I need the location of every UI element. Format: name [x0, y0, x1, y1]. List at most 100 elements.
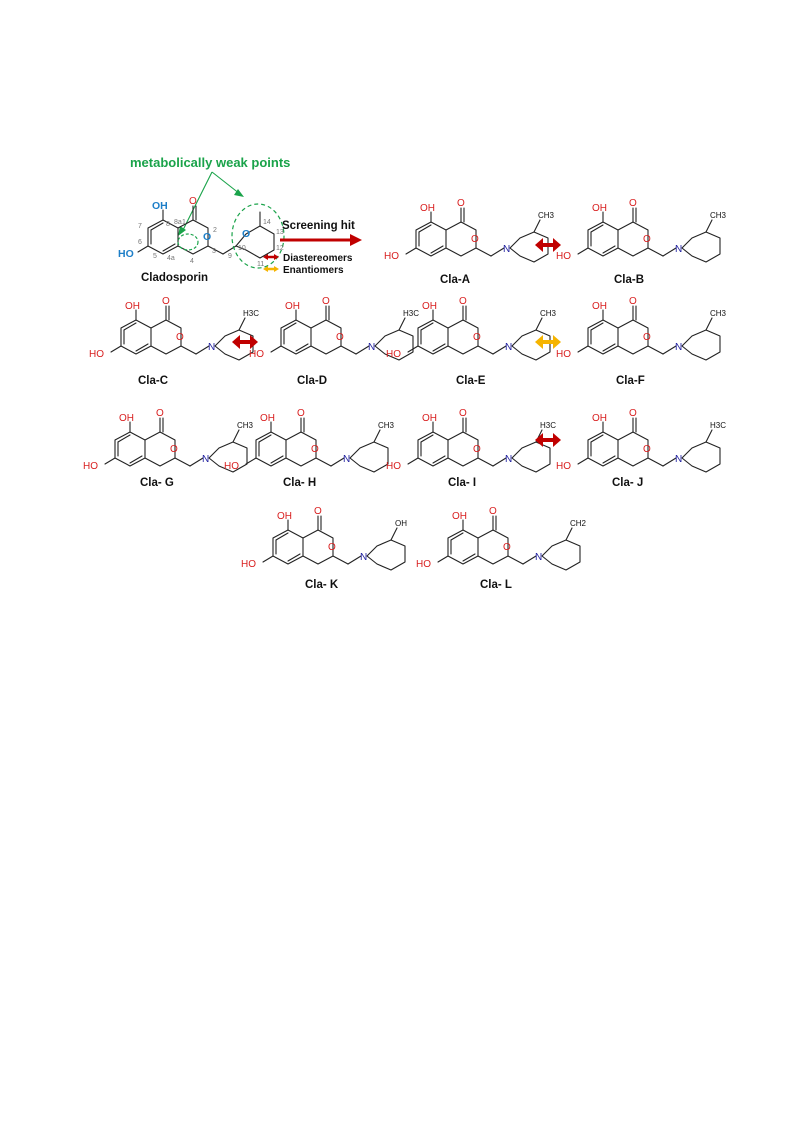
substituent-label: CH3: [710, 211, 727, 220]
compound-name: Cla- G: [140, 477, 174, 489]
ho-label: HO: [224, 461, 239, 472]
substituent-label: CH3: [710, 309, 727, 318]
atom-number-10: 10: [238, 245, 246, 252]
weak-points-label: metabolically weak points: [130, 155, 290, 170]
ring-o-label: O: [311, 444, 319, 455]
compound-name: Cla-C: [138, 375, 168, 387]
compound-name: Cla-B: [614, 274, 644, 286]
n-label: N: [535, 552, 542, 563]
oh-label: OH: [125, 301, 140, 312]
ring-o-label: O: [176, 332, 184, 343]
n-label: N: [675, 244, 682, 255]
atom-number-3: 3: [212, 248, 216, 255]
ring-o-label: O: [643, 332, 651, 343]
cladosporin-ring-o: O: [203, 231, 211, 243]
substituent-label: CH3: [538, 211, 555, 220]
n-label: N: [505, 454, 512, 465]
substituent-label: H3C: [710, 421, 726, 430]
ho-label: HO: [249, 349, 264, 360]
oh-label: OH: [420, 203, 435, 214]
carbonyl-o-label: O: [156, 408, 164, 419]
substituent-label: CH3: [378, 421, 395, 430]
carbonyl-o-label: O: [457, 198, 465, 209]
oh-label: OH: [260, 413, 275, 424]
atom-number-8a: 8a: [174, 219, 182, 226]
oh-label: OH: [285, 301, 300, 312]
oh-label: OH: [277, 511, 292, 522]
compound-name: Cla- H: [283, 477, 316, 489]
n-label: N: [360, 552, 367, 563]
oh-label: OH: [452, 511, 467, 522]
atom-number-4: 4: [190, 258, 194, 265]
oh-label: OH: [422, 301, 437, 312]
isomer-arrow-cd: [232, 335, 258, 349]
substituent-label: CH2: [570, 519, 587, 528]
carbonyl-o-label: O: [629, 408, 637, 419]
ring-o-label: O: [336, 332, 344, 343]
ring-o-label: O: [503, 542, 511, 553]
ho-label: HO: [89, 349, 104, 360]
carbonyl-o-label: O: [629, 296, 637, 307]
ho-label: HO: [386, 349, 401, 360]
cladosporin-thp-o: O: [242, 228, 250, 240]
ring-o-label: O: [328, 542, 336, 553]
ho-label: HO: [386, 461, 401, 472]
atom-number-9: 9: [228, 253, 232, 260]
cladosporin-ho: HO: [118, 248, 134, 260]
atom-number-6: 6: [138, 239, 142, 246]
ho-label: HO: [83, 461, 98, 472]
substituent-label: H3C: [540, 421, 556, 430]
ho-label: HO: [556, 461, 571, 472]
legend-diastereomers: Diastereomers: [263, 253, 353, 264]
compound-name: Cla- J: [612, 477, 643, 489]
screening-hit-arrow: [280, 234, 362, 246]
atom-number-14: 14: [263, 219, 271, 226]
ho-label: HO: [241, 559, 256, 570]
ring-o-label: O: [473, 332, 481, 343]
oh-label: OH: [592, 301, 607, 312]
carbonyl-o-label: O: [629, 198, 637, 209]
compound-name: Cla- K: [305, 579, 339, 591]
ring-o-label: O: [170, 444, 178, 455]
weak-point-ring-circle: [231, 203, 285, 269]
weak-points-arrows: [178, 171, 244, 236]
carbonyl-o-label: O: [162, 296, 170, 307]
cladosporin-oh: OH: [152, 200, 168, 212]
svg-text:Diastereomers: Diastereomers: [283, 253, 353, 264]
carbonyl-o-label: O: [459, 408, 467, 419]
substituent-label: CH3: [237, 421, 254, 430]
svg-text:Enantiomers: Enantiomers: [283, 265, 344, 276]
cladosporin-structure: OH HO O O O 1 2 3 4 4a 5 6 7 8 8a 9 10 1…: [118, 196, 285, 269]
carbonyl-o-label: O: [489, 506, 497, 517]
isomer-arrow-ab: [535, 238, 561, 252]
isomer-arrow-ef: [535, 335, 561, 349]
atom-number-1: 1: [182, 219, 186, 226]
ring-o-label: O: [643, 444, 651, 455]
atom-number-2: 2: [213, 227, 217, 234]
n-label: N: [675, 342, 682, 353]
n-label: N: [368, 342, 375, 353]
carbonyl-o-label: O: [459, 296, 467, 307]
n-label: N: [505, 342, 512, 353]
substituent-label: CH3: [540, 309, 557, 318]
compound-name: Cla- I: [448, 477, 476, 489]
compound-name: Cla-A: [440, 274, 470, 286]
ho-label: HO: [384, 251, 399, 262]
legend-enantiomers: Enantiomers: [263, 265, 344, 276]
atom-number-7: 7: [138, 223, 142, 230]
carbonyl-o-label: O: [297, 408, 305, 419]
substituent-label: OH: [395, 519, 407, 528]
oh-label: OH: [119, 413, 134, 424]
ring-o-label: O: [643, 234, 651, 245]
n-label: N: [503, 244, 510, 255]
compound-name: Cla-D: [297, 375, 327, 387]
